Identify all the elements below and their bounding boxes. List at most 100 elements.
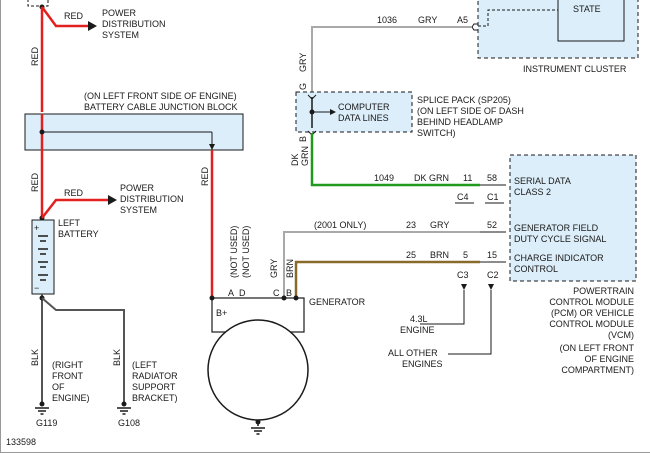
splice-label-1: SPLICE PACK (SP205): [417, 95, 511, 105]
splice-arrow-icon: [330, 109, 336, 115]
splice-inner-1: COMPUTER: [338, 102, 390, 112]
generator-ground-icon: [251, 419, 265, 435]
ground-b-desc-3: SUPPORT: [132, 382, 176, 392]
junction-block-line-1: (ON LEFT FRONT SIDE OF ENGINE): [84, 91, 237, 101]
pcm-loc-2: OF ENGINE: [584, 354, 634, 364]
splice-label-4: SWITCH): [417, 128, 456, 138]
ground-a-desc-2: FRONT: [52, 371, 83, 381]
gry-wire-23: [283, 231, 480, 296]
pin-11: 11: [463, 173, 472, 183]
top-red-label: RED: [64, 11, 84, 21]
blk-wire-g108: [41, 297, 125, 402]
splice-b-wire-1: DK: [290, 153, 300, 166]
top-power-dist-1: POWER: [102, 8, 137, 18]
ground-b-desc-2: RADIATOR: [132, 371, 178, 381]
top-arrow-icon: [88, 21, 97, 31]
pin-5: 5: [463, 250, 468, 260]
all-other-2: ENGINES: [402, 359, 443, 369]
cluster-connector-icon: [471, 23, 478, 31]
only-2001-note: (2001 ONLY): [314, 220, 366, 230]
junction-arrow-icon: [209, 144, 215, 150]
wire-25-color: BRN: [430, 250, 449, 260]
ground-a-desc-3: OF: [52, 382, 65, 392]
connector-c1: C1: [487, 192, 499, 202]
dkgrn-wire-1049: [310, 133, 480, 187]
gen-pin-b: B: [286, 288, 292, 298]
all-other-leader: [448, 290, 492, 355]
gen-pin-a: A: [228, 288, 234, 298]
gen-not-used-1: (NOT USED): [229, 226, 239, 278]
splice-b-wire-2: GRN: [300, 146, 310, 166]
battery-power-dist-2: DISTRIBUTION: [120, 194, 184, 204]
pin-52: 52: [487, 220, 497, 230]
ground-g119-label: G119: [36, 418, 57, 428]
ground-g108-icon: [117, 401, 131, 415]
generator-circle: [207, 319, 309, 421]
wire-1036-num: 1036: [377, 15, 397, 25]
splice-top-connector-icon: [307, 94, 317, 100]
battery-power-dist-1: POWER: [120, 183, 155, 193]
splice-g-wire-color: GRY: [298, 53, 308, 72]
junction-red-vertical-label: RED: [200, 166, 210, 186]
top-power-dist-3: SYSTEM: [102, 30, 139, 40]
splice-label-3: BEHIND HEADLAMP: [417, 117, 503, 127]
wire-1036-color: GRY: [418, 15, 437, 25]
battery-label-2: BATTERY: [58, 229, 99, 239]
battery-power-dist-3: SYSTEM: [120, 205, 157, 215]
ground-a-blk: BLK: [30, 349, 40, 366]
junction-dot-left: [39, 129, 45, 135]
gen-pin-d: D: [239, 288, 246, 298]
ground-a-desc-1: (RIGHT: [52, 360, 83, 370]
top-power-dist-2: DISTRIBUTION: [102, 19, 166, 29]
pcm-gen-field-1: GENERATOR FIELD: [514, 223, 599, 233]
wire-25-num: 25: [406, 250, 416, 260]
battery-minus-sign: −: [34, 283, 39, 293]
cluster-state-box: [557, 0, 625, 42]
brn-wire-25: [294, 260, 480, 296]
pcm-name-4: CONTROL MODULE: [549, 319, 634, 329]
pcm-charge-2: CONTROL: [514, 264, 558, 274]
gen-not-used-2: (NOT USED): [241, 226, 251, 278]
pcm-pin-leads: [480, 184, 506, 263]
pin-58: 58: [487, 173, 497, 183]
gen-gry-label: GRY: [269, 259, 279, 278]
generator-name: GENERATOR: [309, 297, 366, 307]
gen-brn-label: BRN: [285, 259, 295, 278]
cluster-internal-line: [478, 9, 558, 27]
pcm-name-5: (VCM): [608, 330, 634, 340]
all-other-1: ALL OTHER: [388, 348, 438, 358]
battery-red-up-label: RED: [30, 172, 40, 192]
engine-43-1: 4.3L: [410, 314, 428, 324]
pcm-serial-2: CLASS 2: [514, 187, 551, 197]
upper-red-vertical-label: RED: [30, 46, 40, 66]
cluster-pin-a5: A5: [457, 15, 468, 25]
wire-1049-color: DK GRN: [414, 173, 449, 183]
splice-label-2: (ON LEFT SIDE OF DASH: [417, 106, 524, 116]
pcm-gen-field-2: DUTY CYCLE SIGNAL: [514, 234, 606, 244]
ground-b-desc-4: BRACKET): [132, 393, 178, 403]
gen-c-dot: [281, 295, 287, 301]
ground-b-blk: BLK: [112, 349, 122, 366]
connector-c3: C3: [457, 270, 469, 280]
wire-23-color: GRY: [430, 220, 449, 230]
battery-plus-sign: +: [34, 223, 39, 233]
pcm-name-2: CONTROL MODULE: [549, 297, 634, 307]
ground-g108-label: G108: [118, 418, 140, 428]
pcm-charge-1: CHARGE INDICATOR: [514, 253, 604, 263]
splice-b-letter: B: [298, 136, 308, 142]
battery-label-1: LEFT: [58, 218, 81, 228]
engine-43-2: ENGINE: [400, 325, 435, 335]
pcm-loc-3: COMPARTMENT): [561, 365, 634, 375]
engine-43-leader: [420, 290, 465, 325]
cluster-state-label: STATE: [573, 4, 601, 14]
battery-red-branch-wire: [41, 198, 108, 219]
pcm-name-1: POWERTRAIN: [573, 286, 634, 296]
ground-g119-icon: [35, 401, 49, 415]
wire-23-num: 23: [406, 220, 416, 230]
gen-pin-c: C: [273, 288, 280, 298]
gen-pin-bplus: B+: [216, 308, 227, 318]
gen-b-dot: [293, 295, 299, 301]
splice-g-letter: G: [298, 83, 308, 90]
